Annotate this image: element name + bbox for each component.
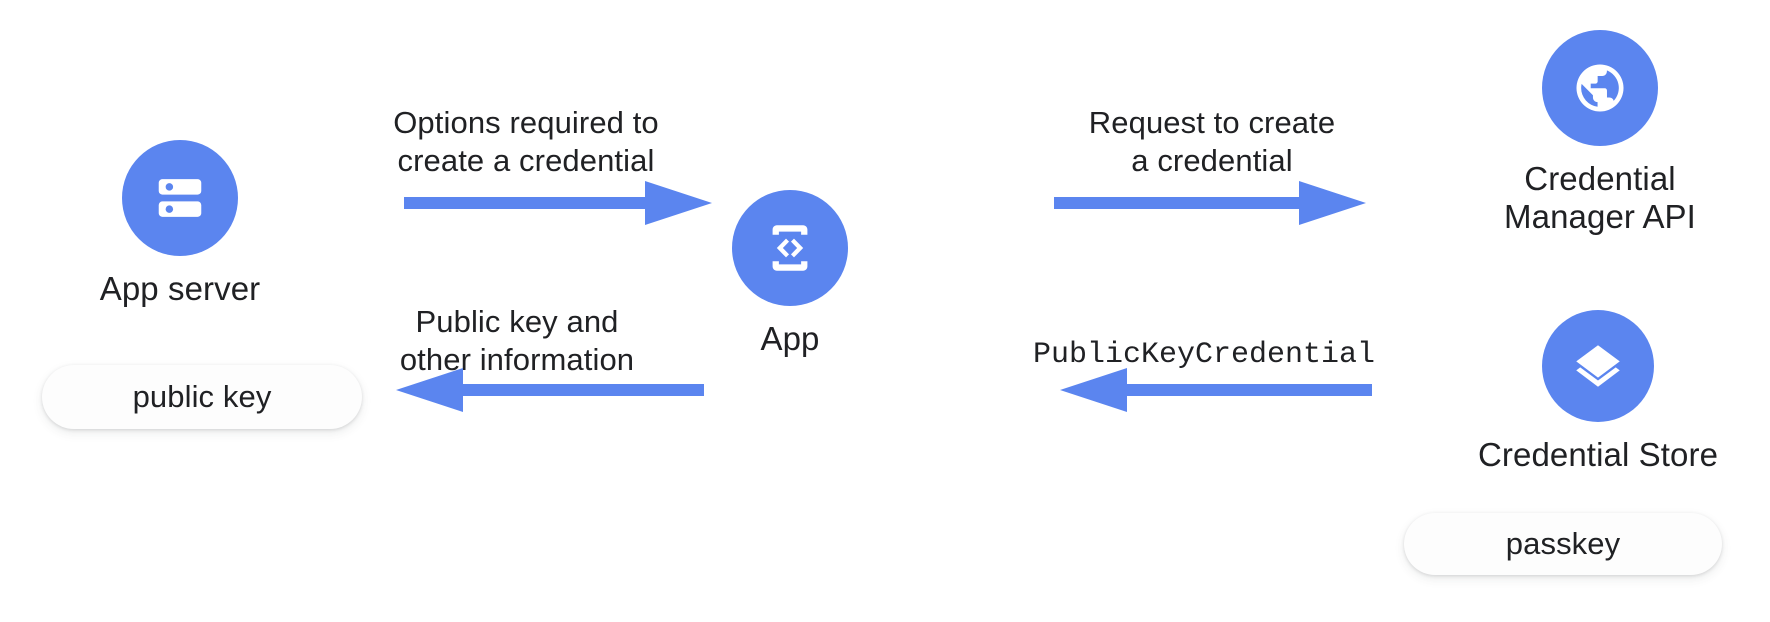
arrow-label-public-key-and-other-information: Public key and other information [399, 304, 635, 377]
globe-icon [1569, 57, 1631, 119]
credential-store-icon-circle [1542, 310, 1654, 422]
arrow-request-to-create [1054, 177, 1374, 229]
app-code-phone-icon [761, 219, 819, 277]
layers-icon [1569, 337, 1627, 395]
node-credential-store: Credential Store [1448, 310, 1748, 474]
node-credential-manager-api-label: Credential Manager API [1504, 160, 1696, 236]
pill-passkey: passkey [1404, 513, 1722, 575]
app-icon-circle [732, 190, 848, 306]
node-app: App [726, 190, 854, 358]
app-server-icon-circle [122, 140, 238, 256]
pill-passkey-label: passkey [1505, 526, 1621, 561]
arrow-label-public-key-credential: PublicKeyCredential [1032, 338, 1376, 372]
server-icon [151, 169, 209, 227]
arrow-options-required [404, 177, 714, 229]
node-app-server: App server [68, 140, 292, 308]
node-credential-manager-api: Credential Manager API [1435, 30, 1765, 237]
arrow-public-key-and-other-information [394, 364, 704, 416]
credential-manager-api-icon-circle [1542, 30, 1658, 146]
node-credential-store-label: Credential Store [1477, 436, 1719, 473]
pill-public-key: public key [42, 365, 362, 429]
arrow-label-options-required: Options required to create a credential [393, 105, 659, 178]
node-app-server-label: App server [99, 270, 261, 307]
pill-public-key-label: public key [132, 379, 272, 414]
node-app-label: App [760, 320, 820, 357]
arrow-public-key-credential [1054, 364, 1374, 416]
arrow-label-request-to-create: Request to create a credential [1088, 105, 1336, 178]
